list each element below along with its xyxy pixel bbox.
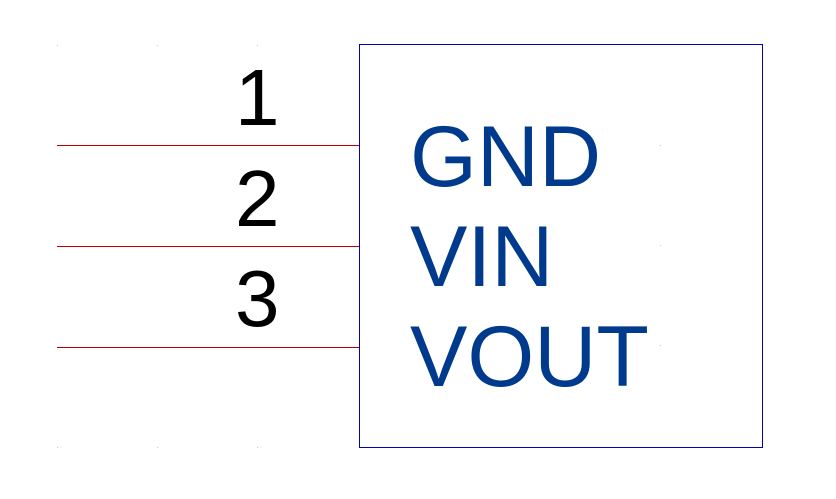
pin-1-name: GND <box>410 109 601 205</box>
pin-3-number: 3 <box>235 254 280 343</box>
pin-2[interactable]: 2 VIN <box>57 154 553 305</box>
pin-2-number: 2 <box>235 154 280 243</box>
pin-1[interactable]: 1 GND <box>57 53 601 205</box>
pin-3[interactable]: 3 VOUT <box>57 254 649 405</box>
grid-dots <box>57 45 661 448</box>
component-body[interactable] <box>359 44 763 448</box>
pin-2-name: VIN <box>410 209 553 305</box>
pin-3-name: VOUT <box>410 309 649 405</box>
pin-1-number: 1 <box>235 53 280 142</box>
